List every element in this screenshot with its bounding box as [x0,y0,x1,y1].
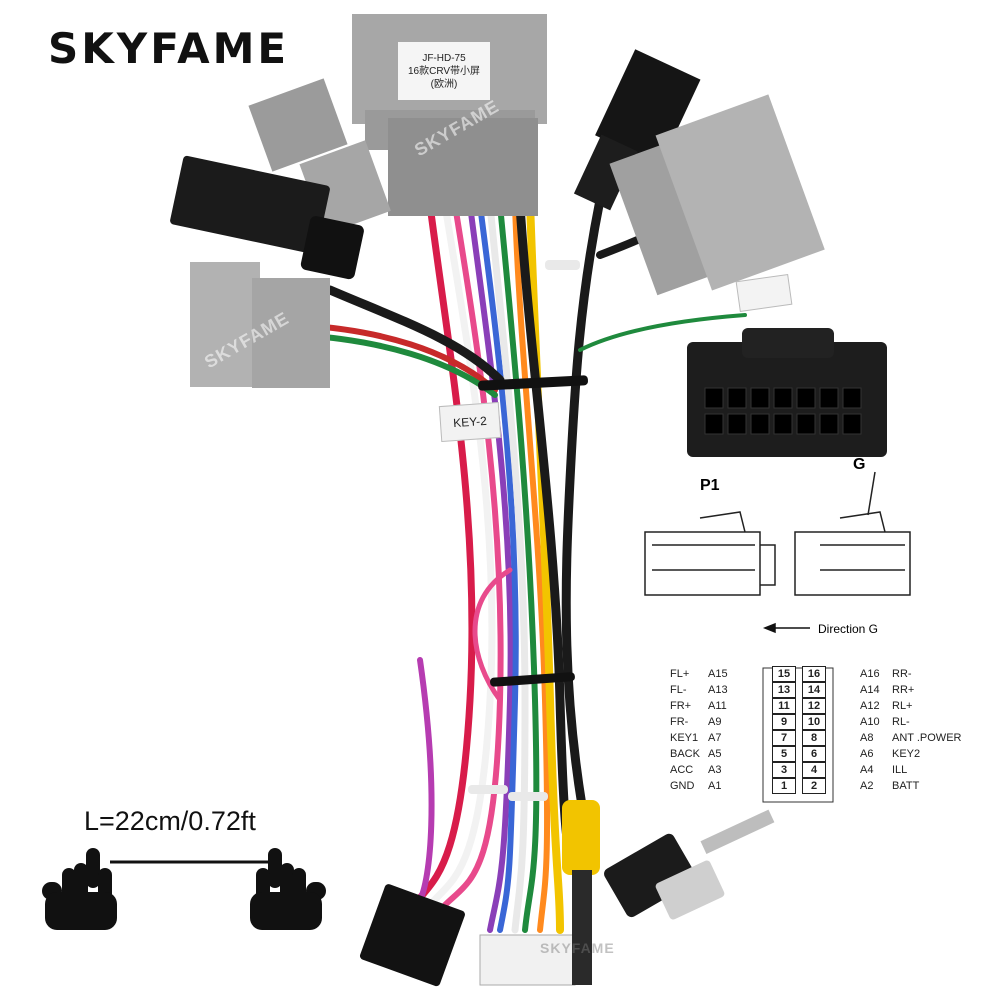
pin-right-name: RR- [892,668,912,680]
pin-left-name: KEY1 [670,732,699,744]
key2-wire-tag: KEY-2 [438,401,502,443]
pin-right-name: ILL [892,764,908,776]
pin-number-left: 5 [772,746,796,762]
antenna-plug [604,809,775,920]
pin-left-name: FL+ [670,668,690,680]
connector-region: (欧洲) [430,79,458,90]
wire-bundle [297,195,747,934]
pin-left-code: A13 [708,684,728,696]
pin-left-name: FL- [670,684,687,696]
pin-number-left: 9 [772,714,796,730]
connector-vehicle: 16款CRV带小屏 [407,66,481,77]
pin-left-code: A11 [708,700,727,712]
grey-connector-right [609,94,825,296]
pin-left-name: GND [670,780,695,792]
pin-left-name: FR- [670,716,689,728]
pin-right-name: KEY2 [892,748,921,760]
main-grey-connector [352,14,547,216]
pin-number-right: 14 [802,682,826,698]
pin-right-code: A6 [860,748,874,760]
pin-right-name: RL- [892,716,910,728]
pin-table-lines [762,667,834,803]
pin-number-left: 11 [772,698,796,714]
black-connector-top-right [573,49,701,211]
pin-right-code: A12 [860,700,880,712]
pin-right-name: RR+ [892,684,915,696]
direction-arrow [762,622,810,634]
pin-number-right: 10 [802,714,826,730]
pin-number-left: 15 [772,666,796,682]
pin-number-left: 1 [772,778,796,794]
pin-left-code: A5 [708,748,722,760]
rca-yellow-plug [562,800,600,985]
watermark-3: SKYFAME [540,940,615,956]
pin-left-code: A15 [708,668,728,680]
right-hand-icon [250,848,326,930]
black-connector-left [170,155,364,280]
pin-right-name: RL+ [892,700,913,712]
pin-number-right: 2 [802,778,826,794]
pin-right-code: A4 [860,764,874,776]
bottom-white-connector [479,934,576,986]
pin-assignment-table: FL+ A15 15 16 A16 RR- FL- A13 13 14 A14 … [670,666,970,806]
pin-number-right: 12 [802,698,826,714]
bottom-black-connector [359,884,465,987]
pin-right-code: A16 [860,668,880,680]
pin-left-code: A1 [708,780,722,792]
pin-right-name: BATT [892,780,920,792]
pin-right-name: ANT .POWER [892,732,962,744]
pin-right-code: A10 [860,716,880,728]
grey-connector-left [190,262,330,388]
left-hand-icon [42,848,117,930]
pin-number-left: 7 [772,730,796,746]
pin-right-code: A14 [860,684,880,696]
pin-right-code: A2 [860,780,874,792]
pin-number-left: 13 [772,682,796,698]
pin-left-code: A3 [708,764,722,776]
pin-number-right: 6 [802,746,826,762]
pin-number-right: 8 [802,730,826,746]
length-label: L=22cm/0.72ft [84,806,256,836]
white-mini-connector [735,273,793,313]
p1-label: P1 [700,477,720,494]
direction-label: Direction G [818,622,879,636]
pin-left-name: ACC [670,764,694,776]
pin-number-right: 4 [802,762,826,778]
cable-ties [468,260,588,801]
iso-16-pin-connector [687,328,887,457]
length-indicator [42,848,326,930]
pin-left-code: A9 [708,716,722,728]
pin-number-left: 3 [772,762,796,778]
pin-number-right: 16 [802,666,826,682]
p1-connector-drawing [644,511,776,596]
main-connector-label: JF-HD-75 16款CRV带小屏 (欧洲) [398,52,490,91]
connector-model: JF-HD-75 [422,53,466,64]
pin-left-name: FR+ [670,700,692,712]
pin-right-code: A8 [860,732,874,744]
pin-left-code: A7 [708,732,722,744]
brand-logo-text: SKYFAME [48,24,290,73]
g-connector-drawing [794,471,911,596]
pin-left-name: BACK [670,748,700,760]
g-label: G [853,456,866,473]
